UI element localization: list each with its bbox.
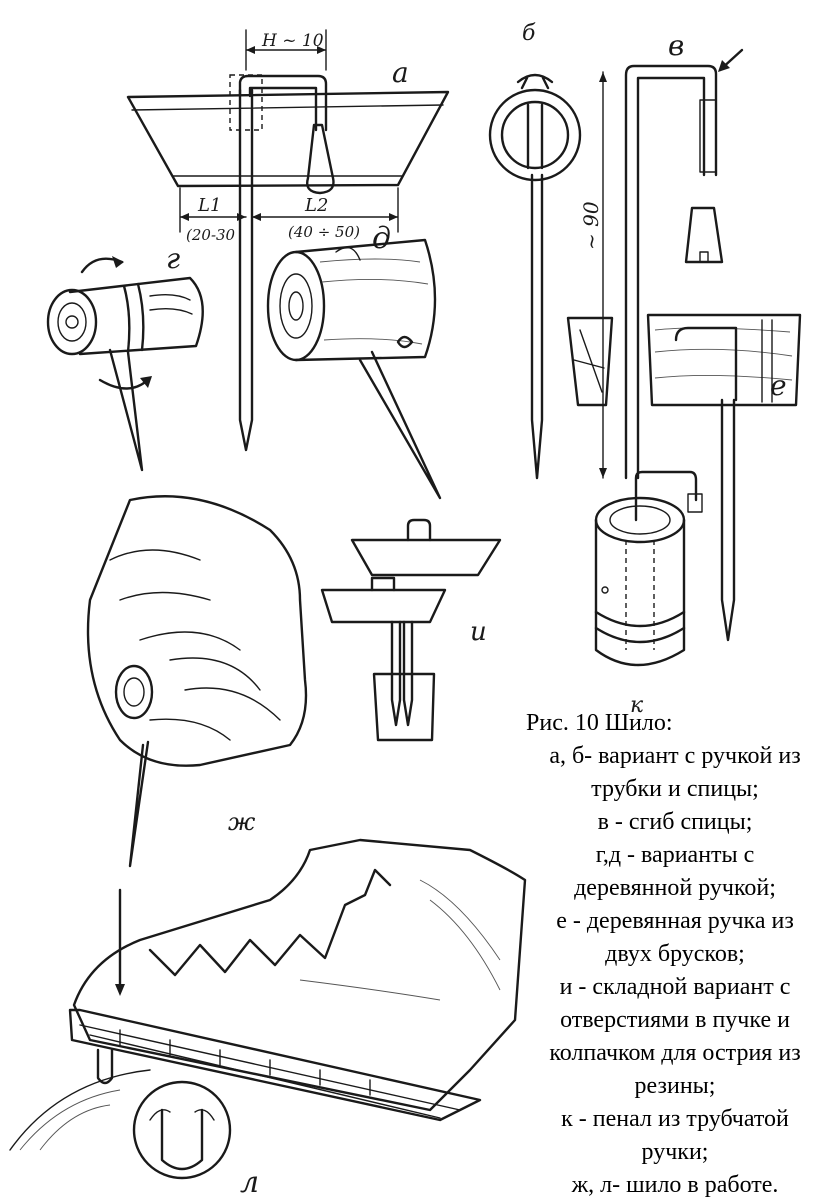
dim-h: H ~ 10	[261, 31, 324, 51]
log-handle-d	[266, 250, 326, 362]
label-v: в	[668, 29, 684, 62]
wedge-a	[306, 123, 335, 195]
label-e: е	[770, 369, 787, 402]
caption-line: в - сгиб спицы;	[597, 809, 753, 835]
caption-line: резины;	[634, 1073, 716, 1099]
ring-handle-b	[488, 88, 582, 182]
needle-d	[358, 350, 442, 500]
figure-caption: Рис. 10 Шило: а, б- вариант с ручкой из …	[520, 707, 830, 1202]
caption-line: е - деревянная ручка из	[556, 908, 794, 934]
case-tube-k	[594, 518, 686, 667]
boot-sketch	[72, 838, 527, 1112]
figure-k: к	[594, 470, 703, 718]
caption-line: трубки и спицы;	[591, 776, 759, 802]
dim-l2: L2	[304, 195, 328, 216]
needle-a	[238, 88, 254, 452]
figure-v: в ~ 90	[579, 29, 744, 480]
hand-sketch	[86, 495, 308, 767]
stitch-detail-circle	[132, 1080, 232, 1180]
dim-l1-range: (20-30	[186, 226, 236, 244]
label-k: к	[630, 693, 644, 718]
figure-zh: ж	[86, 495, 308, 868]
wooden-handle-g	[68, 276, 204, 356]
figure-g: г	[46, 242, 204, 472]
figure-e: е	[566, 313, 802, 642]
caption-line: к - пенал из трубчатой	[561, 1106, 789, 1132]
needle-bend-a	[238, 74, 328, 132]
caption-title: Рис. 10 Шило:	[526, 710, 673, 736]
label-i: и	[470, 617, 487, 647]
cone-cap	[684, 206, 724, 264]
rubber-cap-i	[372, 672, 436, 742]
figure-d: д	[266, 221, 442, 500]
bent-needle-v	[624, 64, 718, 480]
label-b: б	[522, 21, 536, 46]
tube-handle-a	[126, 90, 450, 188]
dim-height: ~ 90	[579, 201, 603, 250]
figure-a: H ~ 10 L1 (20-30 L2 (40 ÷ 50) а	[126, 29, 450, 452]
caption-line: г,д - варианты с	[595, 842, 755, 868]
dim-l1: L1	[197, 195, 221, 216]
caption-line: колпачком для острия из	[549, 1040, 801, 1066]
label-zh: ж	[228, 808, 256, 836]
large-block-e	[646, 313, 802, 407]
top-handle-i	[350, 538, 502, 577]
caption-line: ж, л- шило в работе.	[571, 1172, 779, 1198]
caption-line: деревянной ручкой;	[574, 875, 776, 901]
figure-b: б	[488, 21, 582, 480]
needle-zh	[128, 740, 150, 868]
caption-line: и - складной вариант с	[559, 974, 791, 1000]
needle-b	[530, 173, 544, 480]
figure-i: и	[320, 518, 502, 742]
caption-line: ручки;	[641, 1139, 709, 1165]
label-l: л	[240, 1165, 259, 1200]
figure-l: л	[9, 838, 527, 1200]
bottom-handle-i	[320, 588, 447, 624]
dim-l2-range: (40 ÷ 50)	[288, 223, 360, 241]
label-d: д	[372, 221, 391, 256]
label-a: а	[392, 56, 409, 89]
caption-line: двух брусков;	[605, 941, 745, 967]
caption-line: отверстиями в пучке и	[560, 1007, 790, 1033]
needle-g	[108, 348, 144, 472]
small-block-e	[566, 316, 614, 407]
laces	[148, 868, 392, 977]
needle-e	[720, 398, 736, 642]
caption-line: а, б- вариант с ручкой из	[549, 743, 801, 769]
label-g: г	[166, 242, 180, 275]
